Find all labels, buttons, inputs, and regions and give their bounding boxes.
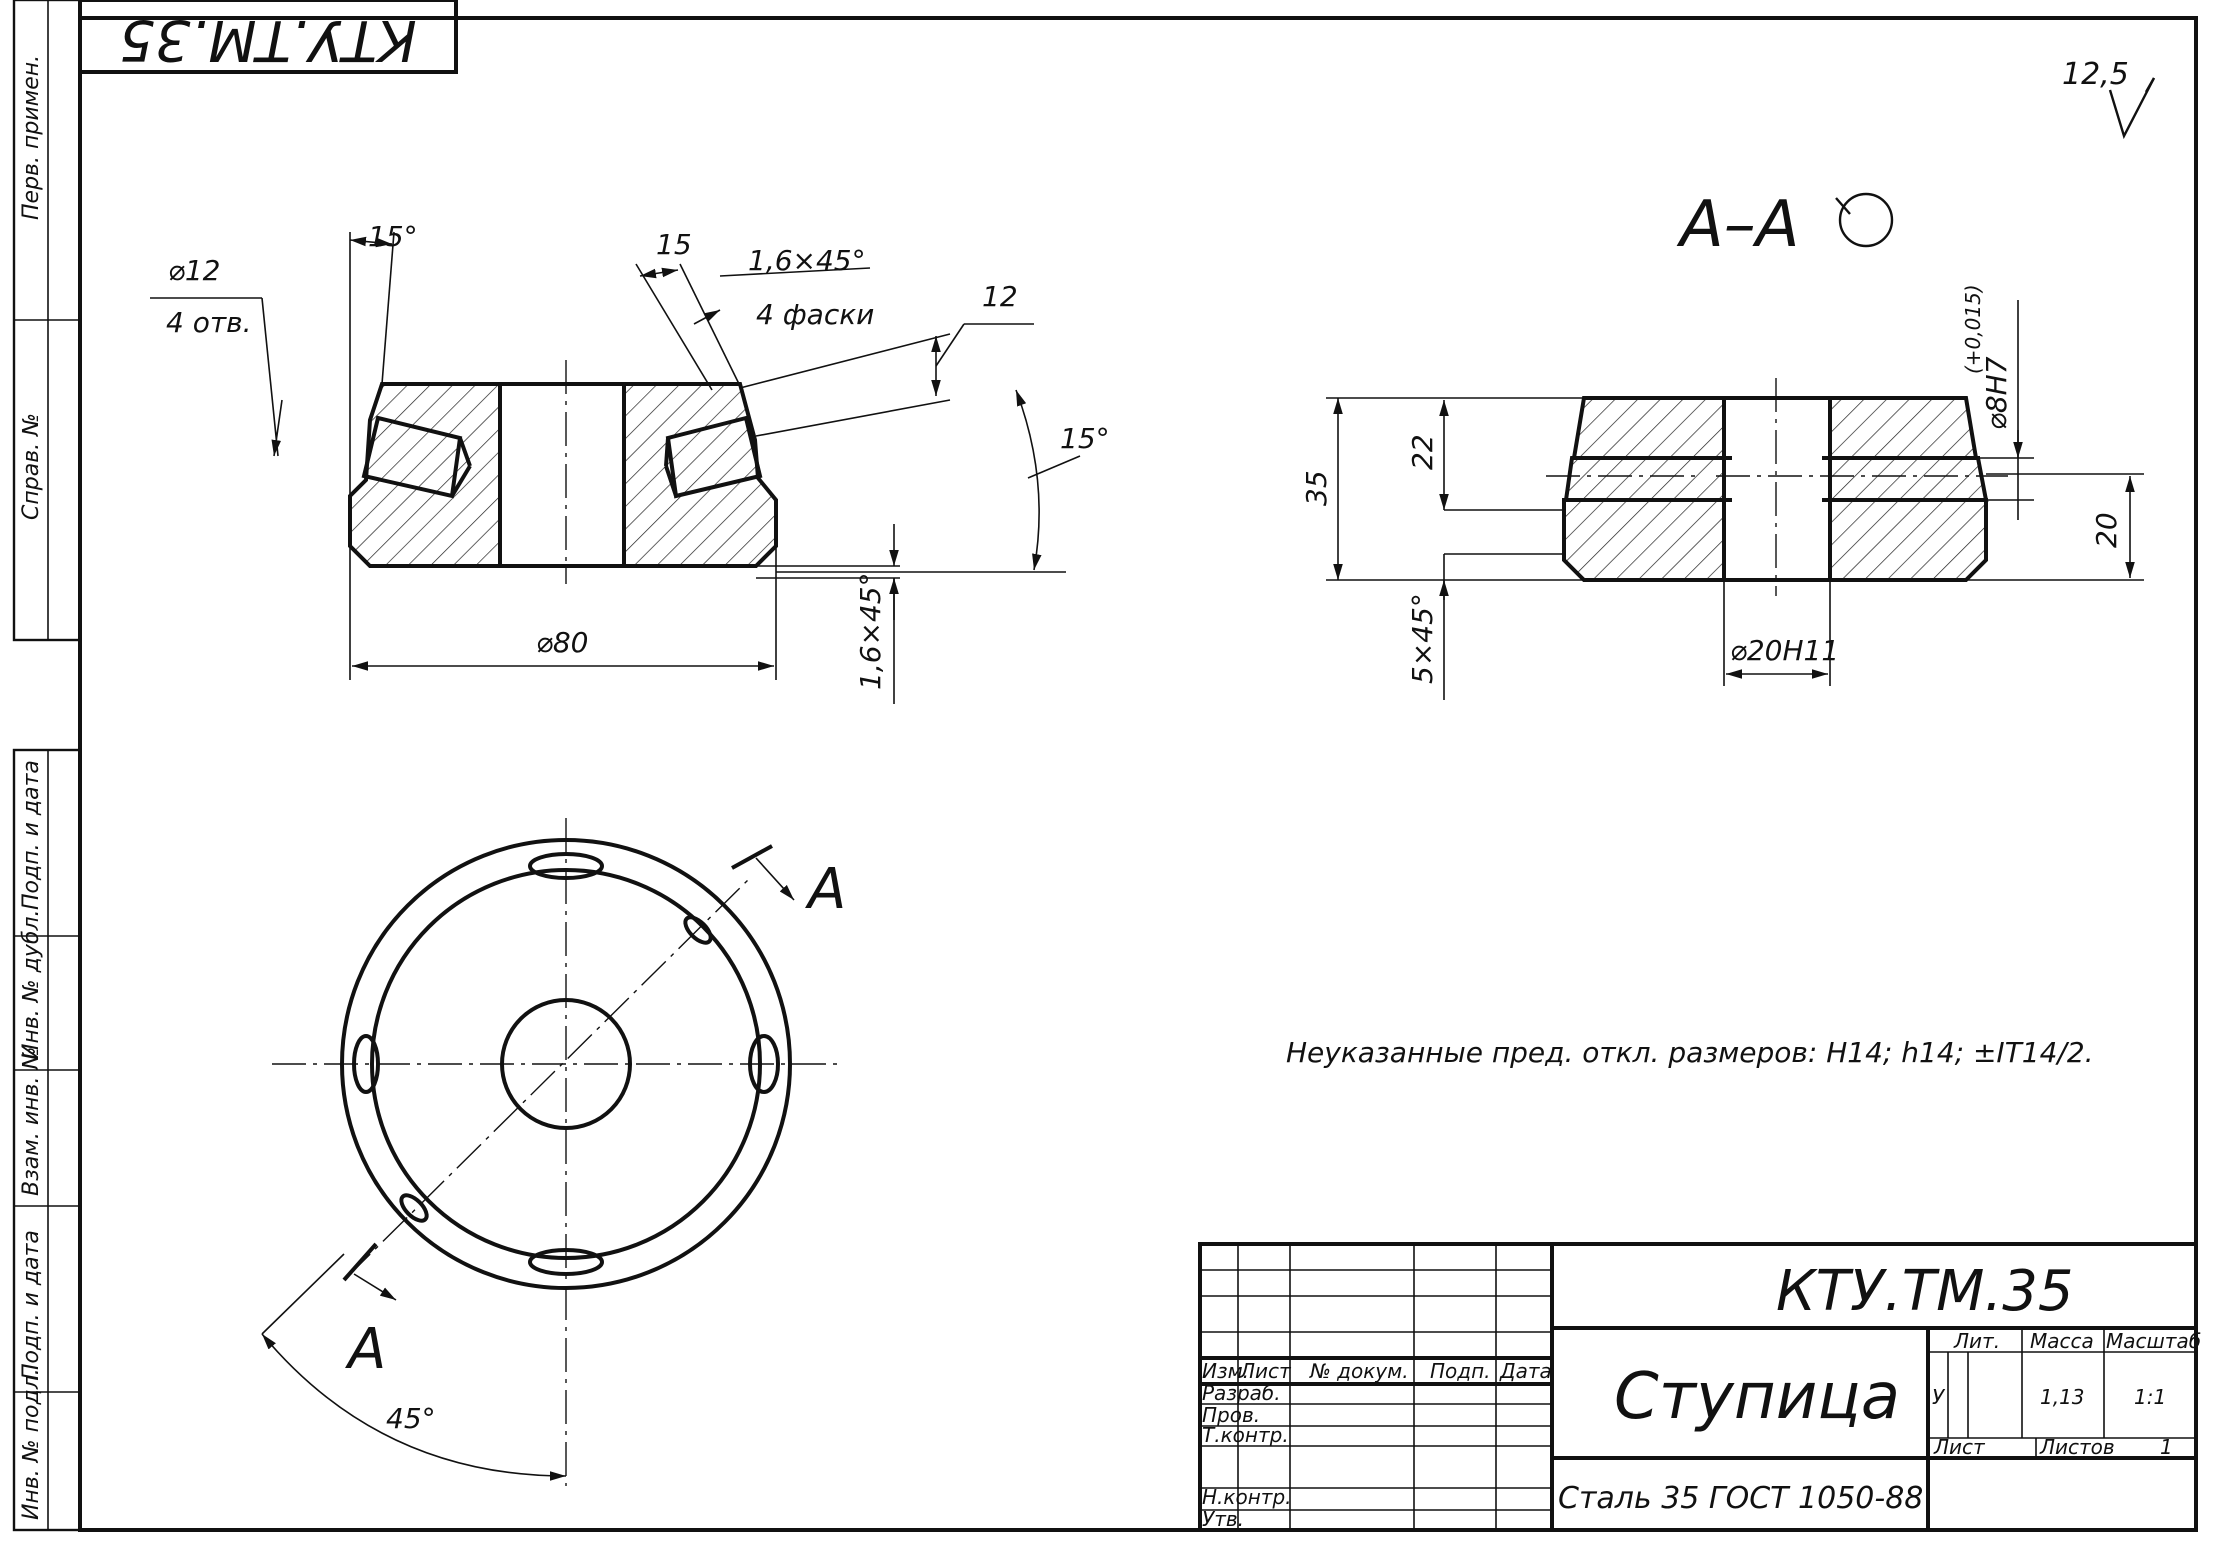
tb-header-sign: Подп. (1430, 1359, 1491, 1383)
dim-12: 12 (982, 280, 1018, 313)
cut-mark-lower: А (345, 1317, 386, 1382)
side-label-inv-podl: Инв. № подл. (19, 1368, 44, 1520)
tb-role-utv: Утв. (1202, 1507, 1244, 1531)
drawing-frame: Перв. примен. Справ. № Подп. и дата Инв.… (12, 0, 2198, 1532)
roughness-value: 12,5 (2062, 57, 2129, 92)
tb-scale-value: 1:1 (2134, 1385, 2166, 1409)
tb-designation: КТУ.ТМ.35 (1776, 1259, 2073, 1324)
dim-22: 22 (1406, 434, 1439, 470)
title-block: Изм. Лист № докум. Подп. Дата Разраб. Пр… (1198, 1242, 2201, 1532)
plan-view: А А 45° (261, 818, 846, 1486)
dim-hole-fit: ⌀8H7 (1980, 356, 2013, 430)
dim-dia-80: ⌀80 (536, 626, 589, 659)
dim-15: 15 (656, 228, 692, 261)
dim-chamfer-bottom: 1,6×45° (854, 572, 887, 690)
tb-header-izm: Изм. (1202, 1359, 1249, 1383)
tb-lit-value: У (1932, 1385, 1946, 1409)
top-designation: КТУ.ТМ.35 (119, 7, 416, 72)
dim-35: 35 (1300, 470, 1333, 506)
side-label-perv: Перв. примен. (19, 55, 44, 220)
side-label-vzam: Взам. инв. № (19, 1047, 44, 1196)
tb-scale-label: Масштаб (2106, 1329, 2201, 1353)
dim-angle-top: 15° (368, 220, 418, 253)
tb-role-nkontr: Н.контр. (1202, 1485, 1292, 1509)
dim-hole-tol: (+0,015) (1961, 284, 1985, 374)
tb-sheet-label: Лист (1933, 1435, 1986, 1459)
tb-material: Сталь 35 ГОСТ 1050-88 (1558, 1481, 1923, 1516)
tb-header-date: Дата (1499, 1359, 1552, 1383)
side-label-sprav: Справ. № (19, 413, 44, 520)
tolerance-note: Неуказанные пред. откл. размеров: H14; h… (1286, 1036, 2094, 1069)
dim-20: 20 (2090, 512, 2123, 548)
dim-angle-view: 45° (386, 1402, 436, 1435)
dim-angle-right: 15° (1060, 422, 1110, 455)
dim-hole-dia: ⌀12 (168, 254, 221, 287)
dim-chamfer: 1,6×45° (748, 244, 866, 277)
dim-chamfer-count: 4 фаски (756, 298, 874, 331)
tb-mass-value: 1,13 (2040, 1385, 2085, 1409)
dim-hole-count: 4 отв. (166, 306, 252, 339)
section-label: А–А (1676, 188, 1800, 262)
dim-chamfer-5: 5×45° (1406, 593, 1439, 684)
tb-sheets-value: 1 (2160, 1435, 2173, 1459)
tb-part-name: Ступица (1614, 1360, 1900, 1434)
roughness-mark: 12,5 (2062, 57, 2156, 140)
cut-mark-upper: А (805, 857, 846, 922)
tb-mass-label: Масса (2030, 1329, 2094, 1353)
tb-sheets-label: Листов (2039, 1435, 2115, 1459)
tb-lit-label: Лит. (1953, 1329, 2000, 1353)
side-label-inv-dubl: Инв. № дубл. (19, 909, 44, 1060)
tb-header-doc: № докум. (1309, 1359, 1409, 1383)
side-label-podp-1: Подп. и дата (19, 760, 44, 910)
section-a-a: А–А 35 22 5×45° (1300, 188, 2144, 700)
tb-header-list: Лист (1239, 1359, 1292, 1383)
left-section-view: ⌀12 4 отв. 15° 15 1,6×45° 4 фаски 12 15°… (150, 220, 1110, 704)
dim-bore: ⌀20H11 (1730, 634, 1839, 667)
tb-role-tkontr: Т.контр. (1202, 1423, 1289, 1447)
tb-role-razrab: Разраб. (1202, 1381, 1281, 1405)
side-label-podp-2: Подп. и дата (19, 1230, 44, 1380)
tb-role-prov: Пров. (1202, 1403, 1260, 1427)
